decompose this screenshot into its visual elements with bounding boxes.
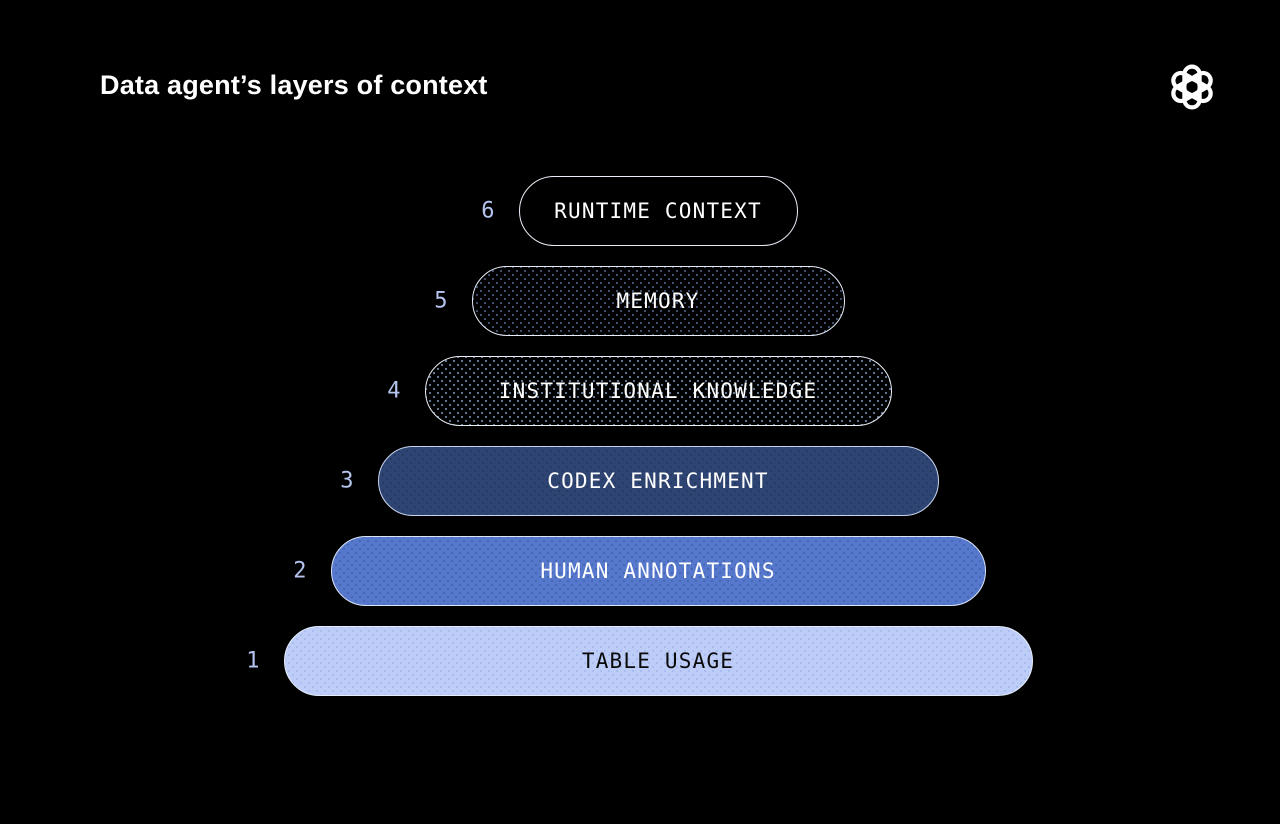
layer-label: HUMAN ANNOTATIONS — [540, 559, 776, 583]
layer-number: 1 — [246, 648, 260, 674]
layer-number: 5 — [434, 288, 448, 314]
layer-pill-human-annotations: 2 HUMAN ANNOTATIONS — [293, 536, 986, 606]
layer-pill-institutional-knowledge: 4 INSTITUTIONAL KNOWLEDGE — [387, 356, 892, 426]
layer-label: CODEX ENRICHMENT — [547, 469, 769, 493]
layer-label: RUNTIME CONTEXT — [554, 199, 762, 223]
page-title: Data agent’s layers of context — [100, 70, 488, 100]
layer-label: TABLE USAGE — [581, 649, 735, 673]
layer-number: 6 — [481, 198, 495, 224]
layer-label: MEMORY — [616, 289, 700, 313]
openai-logo-icon — [1168, 63, 1216, 111]
layer-pill-codex-enrichment: 3 CODEX ENRICHMENT — [340, 446, 939, 516]
context-layers-diagram: 6 RUNTIME CONTEXT 5 MEMORY 4 INSTITUTION… — [18, 176, 1280, 696]
layer-number: 3 — [340, 468, 354, 494]
layer-pill-memory: 5 MEMORY — [434, 266, 845, 336]
layer-number: 4 — [387, 378, 401, 404]
layer-label: INSTITUTIONAL KNOWLEDGE — [498, 379, 818, 403]
layer-pill-table-usage: 1 TABLE USAGE — [246, 626, 1033, 696]
layer-number: 2 — [293, 558, 307, 584]
layer-pill-runtime-context: 6 RUNTIME CONTEXT — [481, 176, 798, 246]
